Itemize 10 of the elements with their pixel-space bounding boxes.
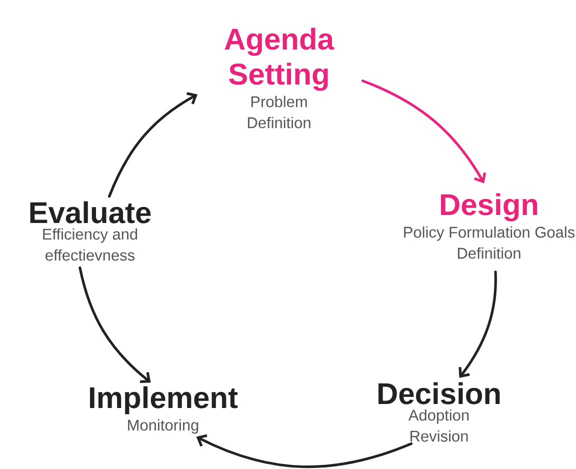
stage-label: Design Policy Formulation Goals Definition <box>404 193 575 259</box>
arrow <box>196 434 413 468</box>
arrow <box>78 266 151 383</box>
arrow <box>458 270 497 378</box>
stage-label: Decision Adoption Revision <box>378 382 500 442</box>
stage-label: Agenda Setting Problem Definition <box>224 28 334 128</box>
arrow <box>361 80 486 184</box>
stage-label: Implement Monitoring <box>90 386 238 434</box>
stage-label: Evaluate Efficiency and effectievness <box>30 201 151 261</box>
arrow <box>108 92 198 198</box>
